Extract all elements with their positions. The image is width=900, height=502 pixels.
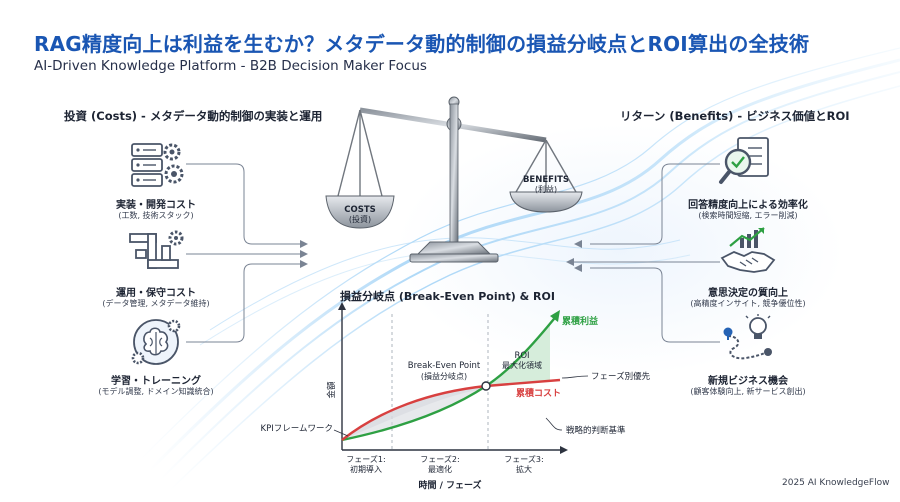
phase-sub-label: 拡大 [516,464,532,474]
cost-item-label: 実装・開発コスト [116,200,196,211]
idea-path-icon [723,314,772,360]
y-axis-label: 金額 [326,381,337,399]
benefit-curve-label: 累積利益 [562,315,598,327]
roi-area [486,322,550,386]
loss-area [342,386,486,440]
cost-item-label: 学習・トレーニング [111,376,201,387]
benefit-item-label: 回答精度向上による効率化 [688,200,808,211]
benefit-item-sub: (顧客体験向上, 新サービス創出) [690,387,806,396]
page-title: RAG精度向上は利益を生むか？メタデータ動的制御の損益分岐点とROI算出の全技術 [34,32,810,56]
strategy-label: 戦略的判断基準 [566,425,626,436]
bep-sub-label: (損益分岐点) [421,371,467,381]
benefits-pan-sub: (利益) [535,184,557,194]
benefit-item-sub: (高精度インサイト, 競争優位性) [690,299,806,308]
phase-sub-label: 最適化 [428,464,452,474]
roi-label: ROI [514,351,529,361]
pipes-gear-icon [129,230,184,269]
break-even-graph: 累積利益 累積コスト Break-Even Point (損益分岐点) ROI … [261,302,650,491]
benefits-pan-label: BENEFITS [523,175,569,185]
server-gears-icon [131,143,184,187]
cost-curve [341,378,561,441]
brain-gears-icon [131,319,181,365]
magnifier-checklist-icon [719,137,769,184]
footer-credit: 2025 AI KnowledgeFlow [782,478,890,488]
benefits-heading: リターン (Benefits) - ビジネス価値とROI [620,109,850,123]
phase-label: フェーズ2: [420,454,459,464]
phase-label: フェーズ1: [346,454,385,464]
costs-pan-label: COSTS [344,205,376,215]
costs-heading: 投資 (Costs) - メタデータ動的制御の実装と運用 [64,109,323,123]
cost-item-sub: (モデル調整, ドメイン知識統合) [98,387,214,396]
cost-curve-label: 累積コスト [516,387,561,399]
benefit-item-label: 意思決定の質向上 [708,288,788,299]
costs-pan-sub: (投資) [349,214,371,224]
page-subtitle: AI-Driven Knowledge Platform - B2B Decis… [34,58,427,74]
benefit-item-label: 新規ビジネス機会 [708,376,788,387]
cost-item-sub: (工数, 技術スタック) [118,211,194,220]
benefit-item-sub: (検索時間短縮, エラー削減) [698,211,798,220]
phase-label: フェーズ3: [504,454,543,464]
break-even-point-marker [481,381,491,391]
cost-item-label: 運用・保守コスト [116,288,196,299]
bep-label: Break-Even Point [408,361,481,371]
cost-item-sub: (データ管理, メタデータ維持) [102,299,210,308]
roi-sub-label: 最大化領域 [502,360,542,370]
x-axis-label: 時間 / フェーズ [418,479,481,491]
handshake-chart-icon [720,227,776,273]
balance-scale-illustration: COSTS (投資) BENEFITS (利益) [325,96,583,263]
kpi-label: KPIフレームワーク [261,424,333,434]
phase-sub-label: 初期導入 [350,464,382,474]
graph-heading: 損益分岐点 (Break-Even Point) & ROI [340,290,555,303]
priority-label: フェーズ別優先順位 [591,371,650,382]
